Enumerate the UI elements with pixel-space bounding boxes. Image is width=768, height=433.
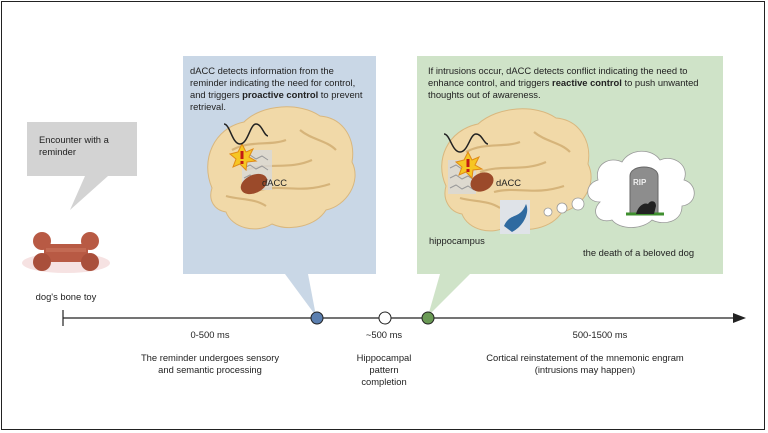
timeline-dot-reinstatement <box>421 311 435 325</box>
phase-3-desc-line-2: (intrusions may happen) <box>534 364 636 375</box>
bubble-text: Encounter with a reminder <box>39 134 109 157</box>
toy-label: dog's bone toy <box>35 291 97 302</box>
phase-2-desc-line-1: Hippocampal <box>356 352 412 363</box>
right-dacc-label: dACC <box>496 177 522 188</box>
phase-3-desc-line-1: Cortical reinstatement of the mnemonic e… <box>486 352 684 363</box>
phase-1-desc-line-1: The reminder undergoes sensory <box>140 352 280 363</box>
bubble-tail <box>70 176 108 210</box>
right-panel-pointer <box>428 274 470 316</box>
left-panel-pointer <box>285 274 316 316</box>
timeline-dot-reminder <box>310 311 324 325</box>
proactive-text-post: to prevent retrieval. <box>190 89 363 112</box>
phase-1-time: 0-500 ms <box>190 329 230 340</box>
reactive-bold: reactive control <box>552 77 622 88</box>
reactive-panel-text: If intrusions occur, dACC detects confli… <box>428 65 718 101</box>
phase-2-time: ~500 ms <box>365 329 403 340</box>
timeline-dot-hippocampal <box>378 311 392 325</box>
phase-3-time: 500-1500 ms <box>572 329 628 340</box>
reactive-text-pre: If intrusions occur, dACC detects confli… <box>428 65 688 88</box>
bone-toy-icon <box>22 232 110 273</box>
tombstone-text: RIP <box>633 178 647 187</box>
left-brain-illustration <box>207 106 356 230</box>
phase-1-desc-line-2: and semantic processing <box>158 364 262 375</box>
phase-2-desc-line-2: pattern <box>369 364 399 375</box>
proactive-bold-2: control <box>286 89 319 100</box>
right-brain-illustration <box>441 108 695 234</box>
proactive-bold-1: proactive <box>242 89 284 100</box>
phase-2-desc-line-3: completion <box>361 376 407 387</box>
left-dacc-label: dACC <box>262 177 288 188</box>
proactive-text-pre: dACC detects information from the remind… <box>190 65 356 100</box>
proactive-panel-text: dACC detects information from the remind… <box>190 65 372 113</box>
hippocampus-label: hippocampus <box>429 235 485 246</box>
timeline-arrowhead <box>733 313 746 323</box>
speech-bubble <box>27 122 137 176</box>
thought-label: the death of a beloved dog <box>583 247 695 258</box>
reactive-text-post: to push unwanted thoughts out of awarene… <box>428 77 699 100</box>
